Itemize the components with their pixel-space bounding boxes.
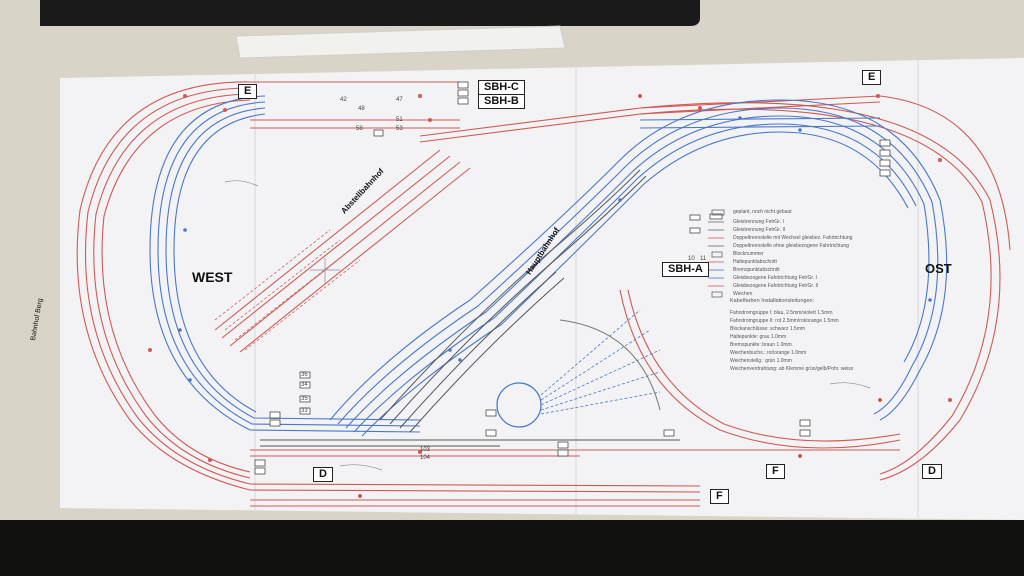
desk-bottom-shadow bbox=[0, 520, 1024, 576]
block-number: 103 bbox=[420, 447, 431, 453]
red-track-group bbox=[76, 81, 1011, 507]
block-number: 53 bbox=[396, 126, 403, 132]
legend-item: Gleistrennung FetrGr. I bbox=[733, 219, 784, 225]
block-number-boxes bbox=[254, 81, 891, 475]
legend-item: geplant, noch nicht gebaut bbox=[733, 209, 792, 215]
paper-stack bbox=[235, 25, 566, 59]
f-bottom-label: F bbox=[710, 489, 729, 504]
west-label: WEST bbox=[192, 269, 233, 285]
legend-item: Doppeltrennstelle ohne gleisbezogene Fah… bbox=[733, 243, 849, 249]
sbh-b-label: SBH-B bbox=[478, 94, 525, 109]
block-number: 47 bbox=[396, 97, 403, 103]
blue-track-group bbox=[149, 95, 948, 437]
block-number: 51 bbox=[396, 117, 403, 123]
cable-item: Haltepunkte: grau 1.0mm bbox=[730, 334, 787, 340]
red-markers bbox=[148, 94, 952, 498]
cable-item: Weichenbuchs.: rot/orange 1.0mm bbox=[730, 350, 807, 356]
legend-item: Weichen bbox=[733, 291, 753, 297]
legend-item: Blocknummer bbox=[733, 251, 764, 257]
f-mid-label: F bbox=[766, 464, 785, 479]
ost-label: OST bbox=[925, 261, 952, 276]
plan-sheet bbox=[60, 58, 1024, 520]
e-right-label: E bbox=[862, 70, 882, 85]
laptop-edge bbox=[40, 0, 700, 26]
block-number: 104 bbox=[420, 455, 431, 461]
block-number: 48 bbox=[358, 106, 365, 112]
legend-item: Doppeltrennstelle mit Wechsel gleisbez. … bbox=[733, 235, 853, 241]
turntable bbox=[496, 309, 661, 428]
cable-item: Weichenverdrahtung: ab Klemme grün/gelb/… bbox=[730, 366, 854, 372]
legend-item: Gleisbezogene Fahrtrichtung FetrGr. II bbox=[733, 283, 819, 289]
e-left-label: E bbox=[238, 84, 258, 99]
planned-dashed-tracks bbox=[214, 229, 361, 351]
cable-item: Bremspunkte: braun 1.0mm bbox=[730, 342, 792, 348]
blue-markers bbox=[178, 116, 932, 382]
cable-item: Fahrstromgruppe I: blau, 2.5mm/violett 1… bbox=[730, 310, 833, 316]
d-right-label: D bbox=[922, 464, 942, 479]
block-number: 10 bbox=[688, 256, 695, 262]
pencil-marks bbox=[224, 180, 871, 471]
block-number: 42 bbox=[340, 97, 347, 103]
legend-item: Gleisbezogene Fahrtrichtung FetrGr. I bbox=[733, 275, 817, 281]
legend-symbols bbox=[708, 209, 725, 298]
legend-item: Gleistrennung FetrGr. II bbox=[733, 227, 786, 233]
block-number: 36 bbox=[301, 372, 308, 378]
cable-item: Blockanschlüsse: schwarz 1.5mm bbox=[730, 326, 806, 332]
legend-item: Bremspunktabschnitt bbox=[733, 267, 780, 273]
block-number: 33 bbox=[301, 408, 308, 414]
block-number: 34 bbox=[301, 382, 308, 388]
cable-item: Weichenstellg.: grün 1.0mm bbox=[730, 358, 792, 364]
dark-track-group bbox=[260, 169, 680, 447]
cables-title: Kabelfarben Installationsleitungen: bbox=[730, 298, 815, 304]
cable-item: Fahrstromgruppe II: rot 2.5mm/rot/orange… bbox=[730, 318, 839, 324]
d-left-label: D bbox=[313, 467, 333, 482]
legend-item: Haltepunktabschnitt bbox=[733, 259, 777, 265]
block-number: 58 bbox=[356, 126, 363, 132]
sbh-a-label: SBH-A bbox=[662, 262, 709, 277]
block-number: 35 bbox=[301, 396, 308, 402]
sbh-c-label: SBH-C bbox=[478, 80, 525, 95]
block-number: 11 bbox=[700, 256, 707, 262]
